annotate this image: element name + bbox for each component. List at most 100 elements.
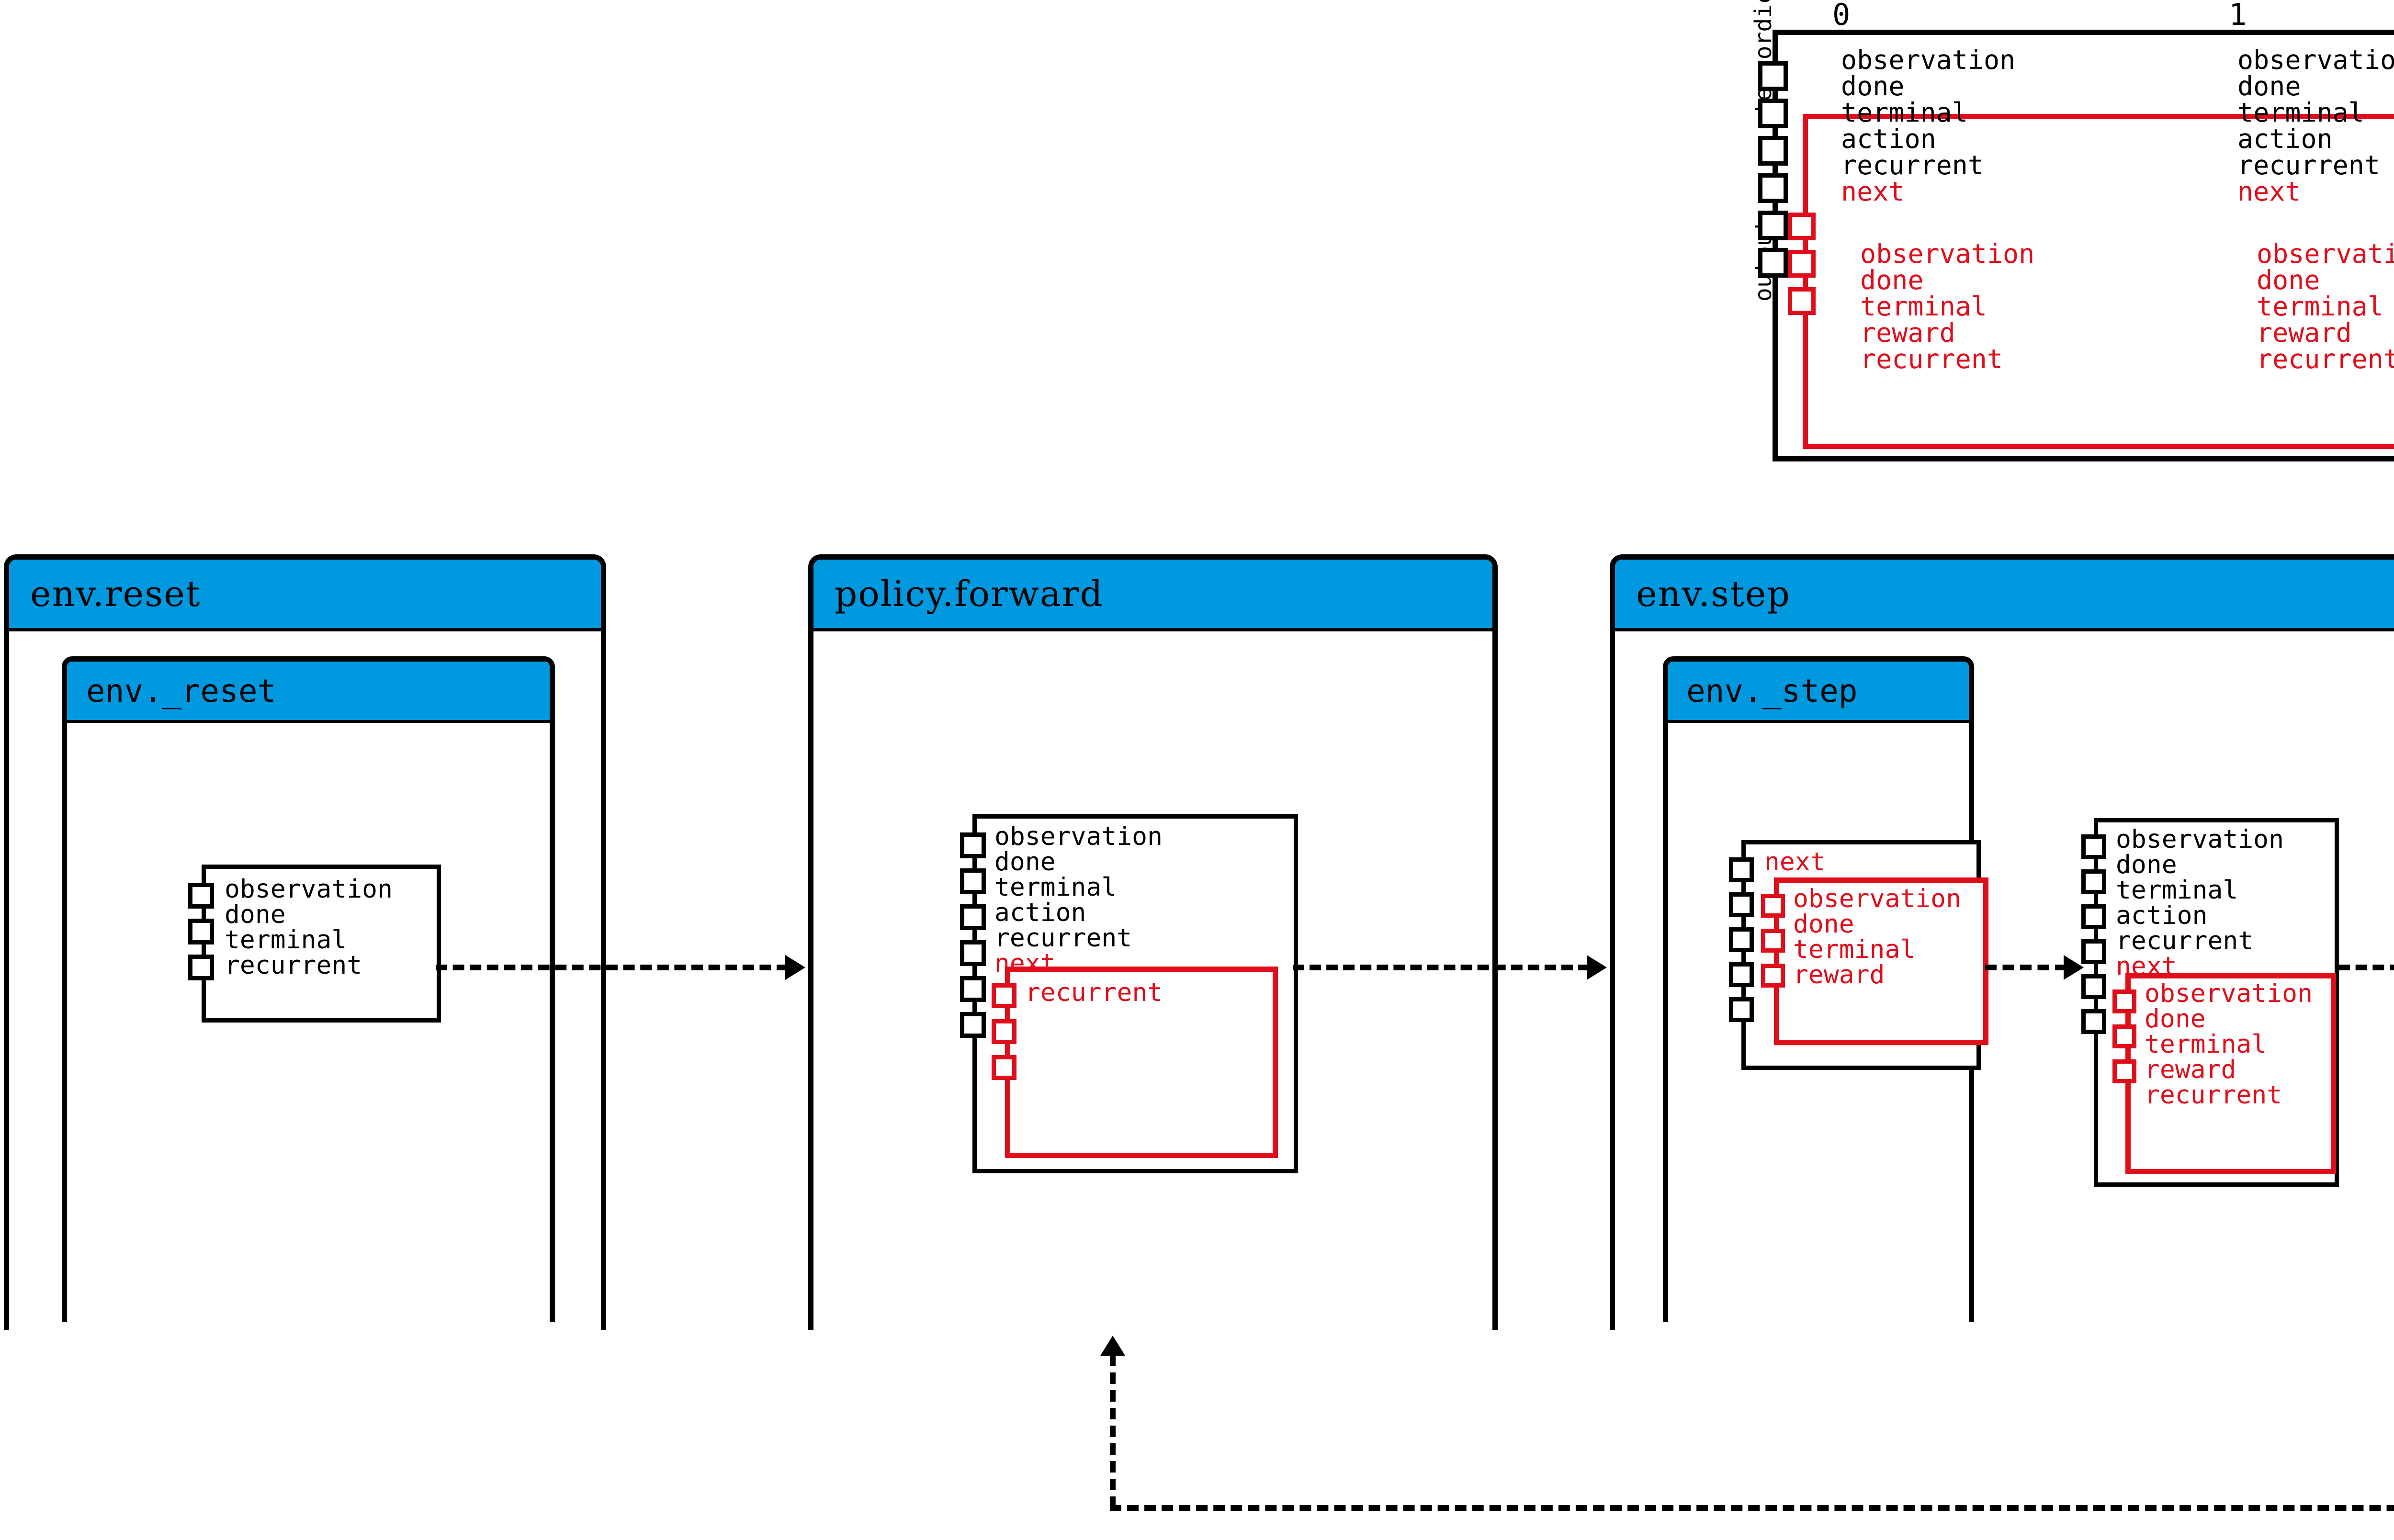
panel-policy-forward-body: observation done terminal action recurre… (813, 631, 1492, 1402)
key-observation: observation (2116, 825, 2284, 854)
policy-forward-next-nub (992, 983, 1016, 1008)
env-step-output-nub (2081, 939, 2106, 964)
tensordict-col0-next-keys: observation done terminal reward recurre… (1860, 241, 2034, 372)
key-next-observation: observation (2145, 979, 2313, 1008)
key-next-recurrent: recurrent (1025, 978, 1163, 1007)
key-observation: observation (1841, 45, 2016, 75)
panel-env-reset-header: env.reset (9, 560, 601, 631)
env-step-output-next-nub (2112, 1024, 2136, 1048)
env-reset-tensordict-keys: observation done terminal recurrent (225, 877, 393, 978)
key-done: done (994, 847, 1056, 877)
key-next-reward: reward (1860, 317, 1955, 348)
subpanel-env-_step-header: env._step (1668, 662, 1969, 723)
env-_step-next-nub (1761, 929, 1785, 953)
env-_step-tensordict-nub (1729, 857, 1754, 882)
env-reset-tensordict-nub (188, 883, 214, 909)
key-next-observation: observation (2257, 238, 2394, 269)
policy-forward-tensordict-nub (960, 832, 986, 858)
key-observation: observation (225, 875, 393, 904)
key-next-reward: reward (2145, 1055, 2236, 1084)
arrow-policy-to-env-step (1293, 965, 1590, 970)
subpanel-env-_reset-title: env._reset (86, 672, 277, 709)
panel-env-step-header: env.step (1615, 560, 2394, 631)
output-tensordict-next-box (1803, 114, 2394, 449)
key-next: next (1841, 176, 1905, 207)
key-terminal: terminal (225, 925, 347, 955)
key-next-terminal: terminal (2257, 291, 2383, 322)
panel-policy-forward[interactable]: policy.forward observation done terminal… (808, 554, 1498, 1330)
key-done: done (2116, 850, 2177, 879)
key-next-done: done (2145, 1004, 2206, 1034)
panel-env-reset-title: env.reset (30, 573, 201, 615)
key-next-done: done (2257, 265, 2320, 295)
tensordict-col0-keys: observation done terminal action recurre… (1841, 47, 2015, 205)
tensordict-nub (1758, 61, 1788, 91)
tensordict-column-index-0: 0 (1832, 0, 1851, 32)
env-step-output-nub (2081, 869, 2106, 894)
key-next: next (2237, 176, 2301, 207)
policy-forward-next-nub (992, 1055, 1016, 1080)
key-terminal: terminal (2116, 876, 2238, 905)
subpanel-env-_reset[interactable]: env._reset (62, 656, 555, 1322)
env-step-output-nub (2081, 834, 2106, 859)
key-next-terminal: terminal (1860, 291, 1987, 322)
tensordict-col1-keys: observation done terminal action recurre… (2237, 47, 2394, 205)
tensordict-nub (1758, 248, 1788, 278)
panel-env-step[interactable]: env.step env._step next (1610, 554, 2394, 1330)
key-recurrent: recurrent (2237, 150, 2381, 180)
arrow-env-step-to-step-mdp (2338, 965, 2394, 970)
env-_step-tensordict-nub (1729, 997, 1754, 1022)
key-recurrent: recurrent (1841, 150, 1984, 180)
key-observation: observation (994, 822, 1163, 851)
feedback-loop-arrow-head (1100, 1336, 1125, 1356)
key-done: done (1841, 71, 1905, 101)
subpanel-env-_reset-header: env._reset (67, 662, 550, 723)
key-observation: observation (2237, 45, 2394, 75)
env-reset-tensordict-box (202, 865, 441, 1023)
policy-forward-next-nub (992, 1019, 1016, 1044)
arrow-env-reset-to-policy (436, 965, 788, 970)
env-step-output-next-nub (2112, 989, 2136, 1013)
key-recurrent: recurrent (2116, 926, 2254, 955)
tensordict-nub (1758, 173, 1788, 203)
panel-env-reset-body: env._reset observation done terminal rec… (9, 631, 601, 1402)
tensordict-column-index-1: 1 (2229, 0, 2247, 32)
key-recurrent: recurrent (994, 923, 1132, 953)
policy-forward-next-box (1005, 967, 1278, 1158)
key-next-reward: reward (2257, 317, 2352, 348)
env-_step-tensordict-keys: next (1764, 849, 1826, 875)
key-terminal: terminal (994, 873, 1117, 902)
env-step-output-keys: observation done terminal action recurre… (2116, 827, 2284, 979)
policy-forward-tensordict-nub (960, 976, 986, 1002)
key-next-observation: observation (1793, 884, 1961, 913)
env-step-output-next-keys: observation done terminal reward recurre… (2145, 981, 2313, 1108)
env-step-output-nub (2081, 974, 2106, 999)
tensordict-nub (1758, 99, 1788, 128)
env-_step-next-nub (1761, 894, 1785, 918)
subpanel-env-_step-title: env._step (1686, 672, 1858, 709)
panel-env-step-body: env._step next observation done terminal (1615, 631, 2394, 1402)
key-next-done: done (1860, 265, 1924, 295)
key-next-terminal: terminal (1793, 935, 1916, 964)
env-_step-next-box (1774, 877, 1988, 1045)
arrow-env-_step-to-output (1985, 965, 2067, 970)
key-action: action (1841, 124, 1936, 154)
key-next-recurrent: recurrent (2145, 1080, 2282, 1110)
panel-env-reset[interactable]: env.reset env._reset observation done te… (4, 554, 606, 1330)
arrow-env-reset-to-policy-head (785, 955, 805, 980)
key-done: done (225, 900, 286, 929)
key-next-recurrent: recurrent (1860, 344, 2003, 374)
policy-forward-next-keys: recurrent (1025, 980, 1163, 1005)
panel-policy-forward-header: policy.forward (813, 560, 1492, 631)
key-done: done (2237, 71, 2301, 101)
key-next-terminal: terminal (2145, 1030, 2267, 1059)
key-terminal: terminal (1841, 97, 1968, 128)
policy-forward-tensordict-nub (960, 1012, 986, 1038)
key-next-reward: reward (1793, 960, 1885, 989)
env-_step-tensordict-nub (1729, 962, 1754, 987)
arrow-policy-to-env-step-head (1587, 955, 1607, 980)
env-reset-tensordict-nub (188, 919, 214, 944)
feedback-loop-horizontal-bottom (1110, 1505, 2394, 1511)
panel-env-step-title: env.step (1636, 573, 1791, 615)
